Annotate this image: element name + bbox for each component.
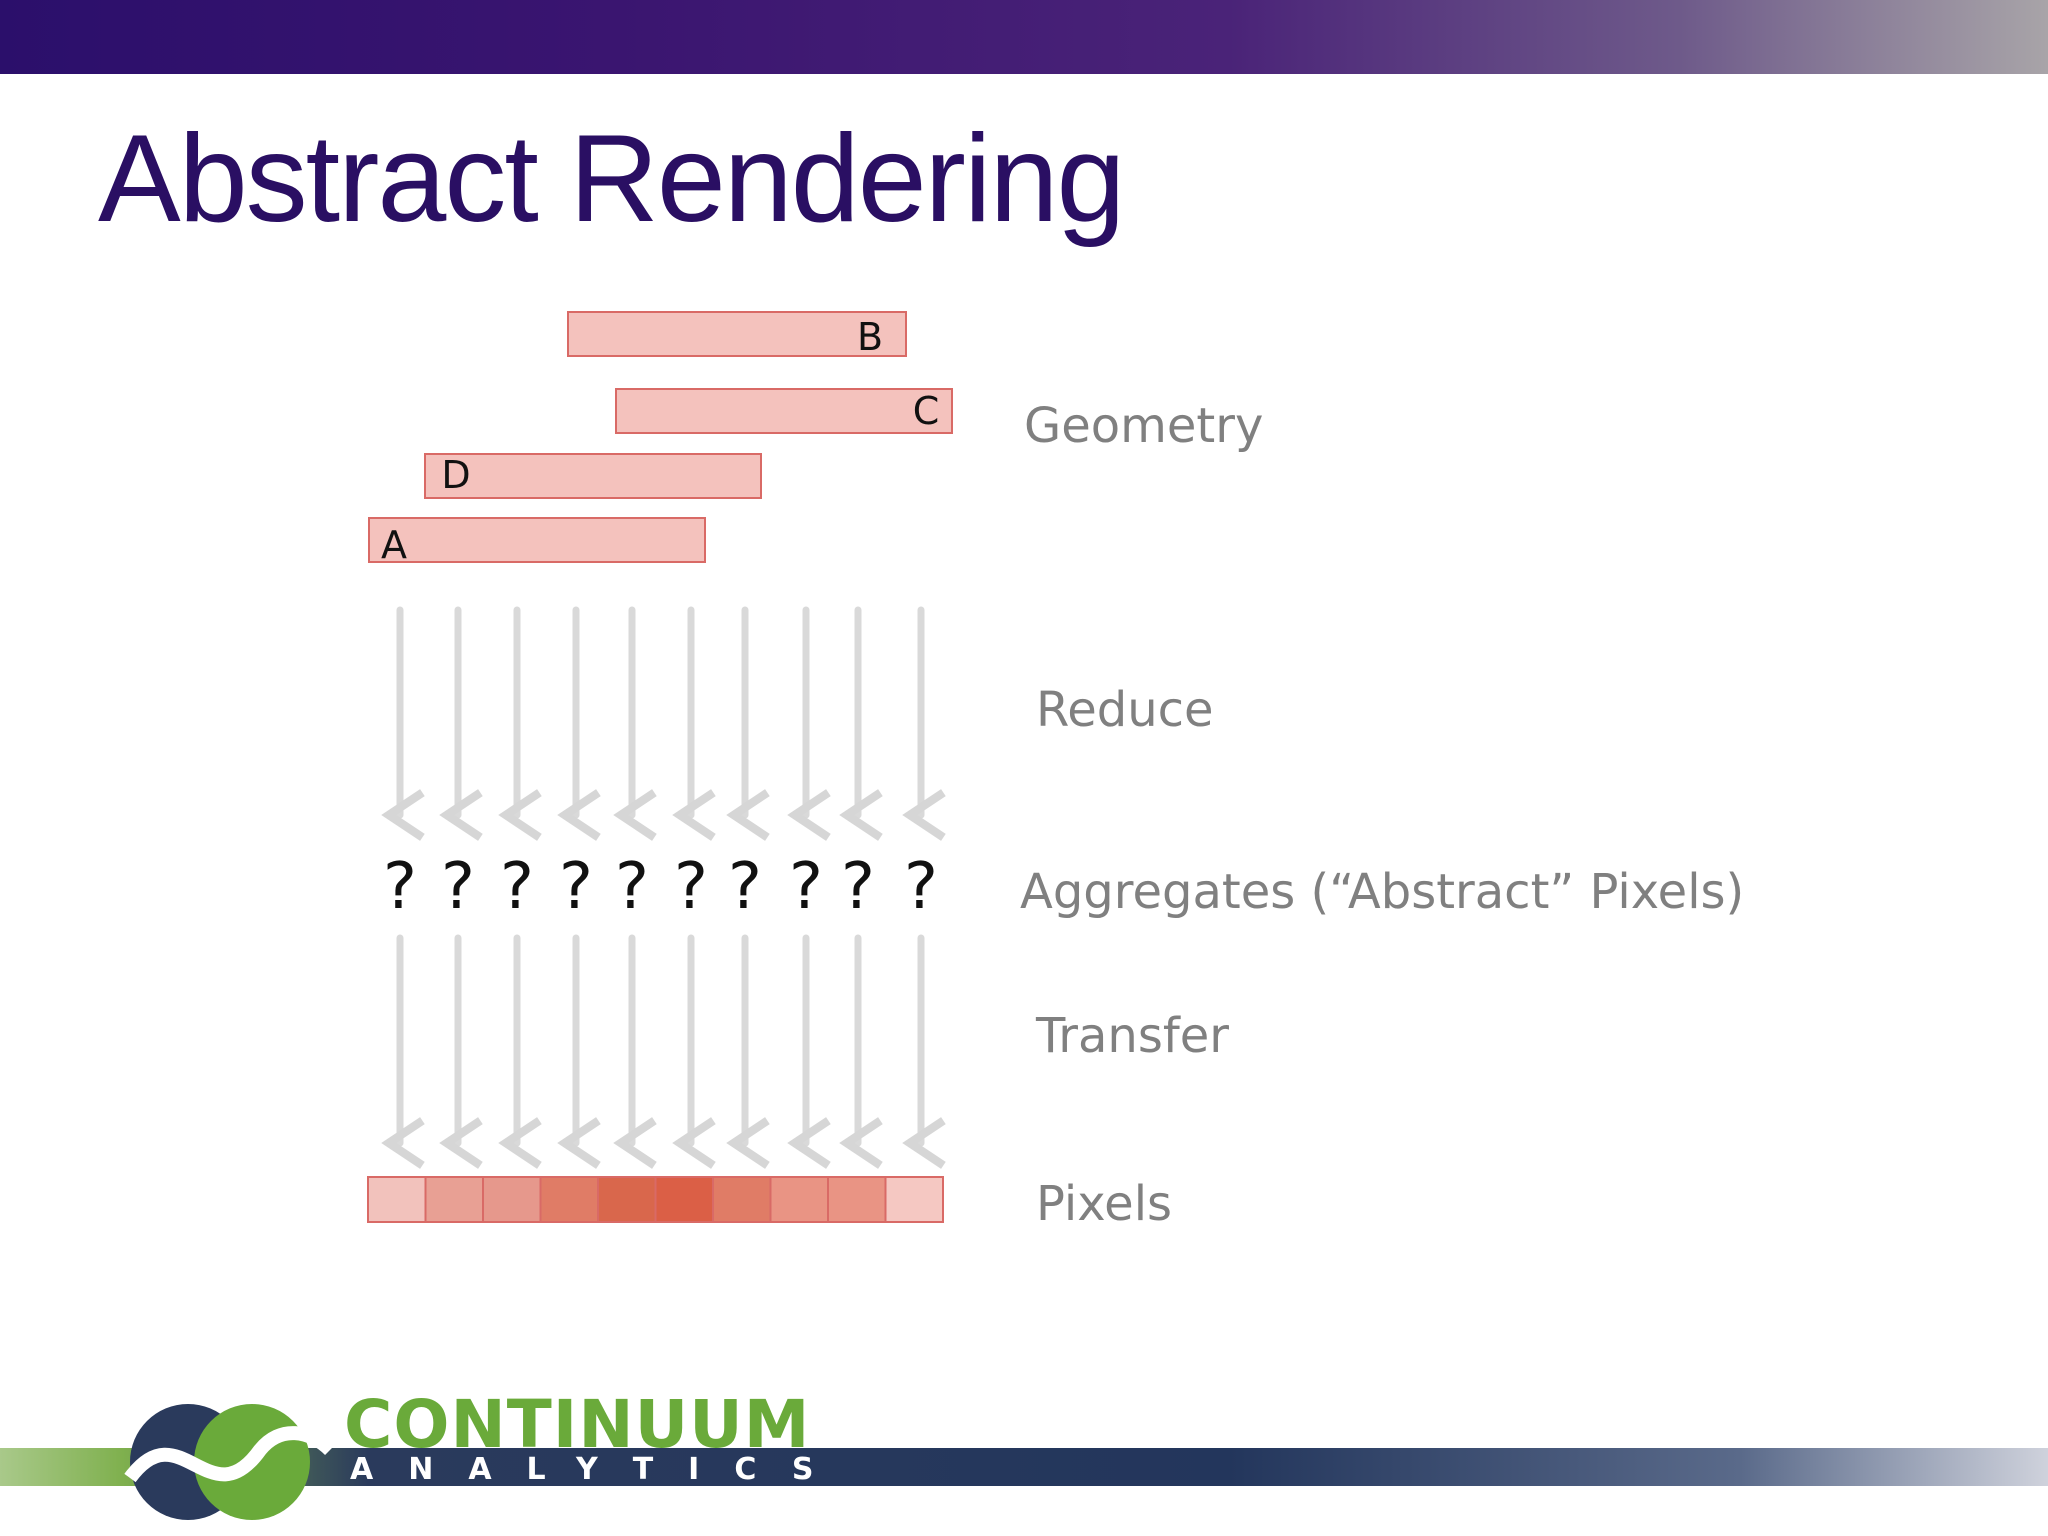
continuum-logo-icon	[124, 1404, 335, 1520]
transfer-arrows	[381, 934, 946, 1169]
aggregate-mark: ?	[728, 850, 762, 924]
pixel-cell	[827, 1176, 887, 1223]
stage-label-aggregates: Aggregates (“Abstract” Pixels)	[1020, 864, 1745, 920]
aggregate-mark: ?	[383, 850, 417, 924]
top-banner	[0, 0, 2048, 74]
aggregate-mark: ?	[841, 850, 875, 924]
pixel-cell	[769, 1176, 829, 1223]
geometry-bar-label: A	[381, 523, 407, 567]
aggregate-mark: ?	[674, 850, 708, 924]
logo-subtitle: ANALYTICS	[350, 1452, 849, 1487]
pixel-cell	[884, 1176, 944, 1223]
pixel-cell	[367, 1176, 427, 1223]
geometry-bar-d: D	[424, 453, 762, 499]
aggregate-mark: ?	[441, 850, 475, 924]
pixel-cell	[597, 1176, 657, 1223]
geometry-bar-a: A	[368, 517, 706, 567]
stage-label-reduce: Reduce	[1036, 682, 1214, 738]
geometry-bars: B C D A	[368, 311, 953, 567]
aggregate-mark: ?	[904, 850, 938, 924]
pixel-cell	[482, 1176, 542, 1223]
geometry-bar-label: C	[913, 389, 940, 433]
footer-banner	[0, 1448, 2048, 1486]
reduce-arrows	[381, 606, 946, 841]
aggregate-mark: ?	[789, 850, 823, 924]
aggregate-mark: ?	[615, 850, 649, 924]
pixel-cell	[654, 1176, 714, 1223]
geometry-bar-c: C	[615, 388, 953, 434]
stage-label-transfer: Transfer	[1036, 1008, 1230, 1064]
geometry-bar-b: B	[567, 311, 907, 359]
aggregate-mark: ?	[500, 850, 534, 924]
logo-wordmark: CONTINUUM	[344, 1386, 811, 1463]
pixel-row	[367, 1176, 944, 1223]
pixel-cell	[539, 1176, 599, 1223]
geometry-bar-label: D	[441, 453, 470, 497]
stage-label-geometry: Geometry	[1024, 398, 1264, 454]
pixel-cell	[712, 1176, 772, 1223]
aggregate-marks: ??????????	[383, 850, 938, 924]
pixel-cell	[424, 1176, 484, 1223]
geometry-bar-label: B	[857, 315, 883, 359]
aggregate-mark: ?	[559, 850, 593, 924]
stage-label-pixels: Pixels	[1036, 1176, 1173, 1232]
slide-title: Abstract Rendering	[98, 110, 1125, 248]
